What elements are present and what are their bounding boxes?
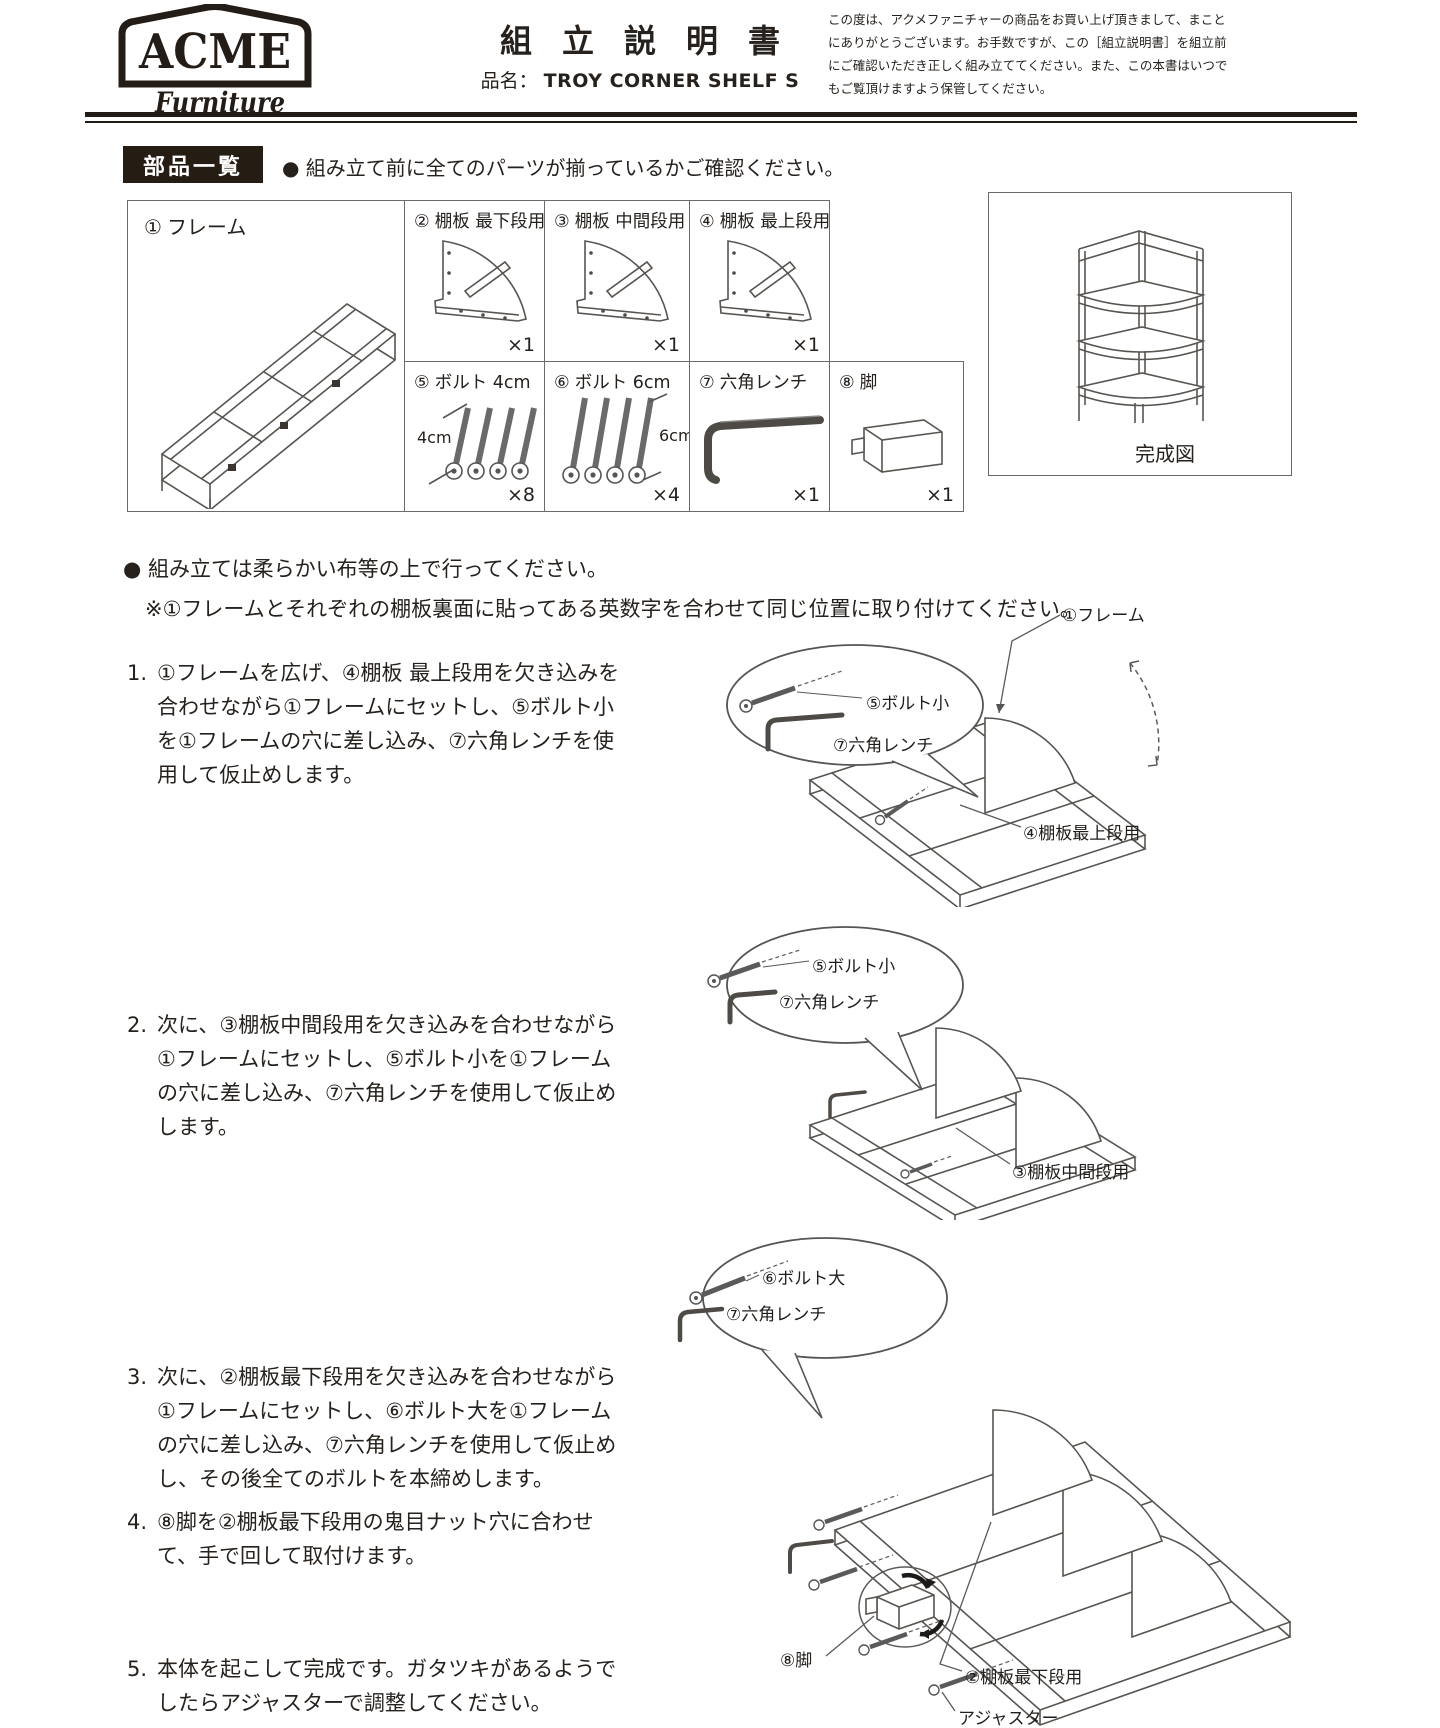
- note-soft-cloth: ● 組み立ては柔らかい布等の上で行ってください。: [123, 557, 608, 581]
- header-rule-thin: [85, 121, 1357, 123]
- part-name: 棚板 最下段用: [434, 212, 546, 232]
- bolt-length-label: 6cm: [659, 426, 694, 445]
- finished-figure-box: 完成図: [988, 192, 1292, 476]
- step-number: 3.: [127, 1365, 148, 1389]
- step-1: 1. ①フレームを広げ、④棚板 最上段用を欠き込みを合わせながら①フレームにセッ…: [127, 656, 632, 792]
- part-qty: ×1: [506, 334, 535, 356]
- leg-drawing: [851, 419, 943, 473]
- product-name: TROY CORNER SHELF S: [543, 70, 800, 92]
- step-5: 5. 本体を起こして完成です。ガタツキがあるようでしたらアジャスターで調整してく…: [127, 1652, 632, 1720]
- callout-bolt-large: ⑥ボルト大: [762, 1269, 846, 1289]
- step-text: 次に、③棚板中間段用を欠き込みを合わせながら①フレームにセットし、⑤ボルト小を①…: [157, 1013, 617, 1139]
- label-adjuster: アジャスター: [958, 1709, 1059, 1728]
- label-middle-shelf: ③棚板中間段用: [1012, 1163, 1130, 1183]
- shelf-board-drawing: [576, 240, 669, 322]
- frame-part-drawing: [160, 303, 397, 509]
- part-name: 脚: [859, 373, 878, 393]
- product-name-line: 品名：TROY CORNER SHELF S: [420, 66, 860, 93]
- step1-diagram-drawing: [726, 614, 1160, 907]
- header-rule-thick: [85, 112, 1357, 117]
- label-top-shelf: ④棚板最上段用: [1023, 824, 1141, 844]
- label-bottom-shelf: ②棚板最下段用: [965, 1668, 1083, 1688]
- part-name: 六角レンチ: [719, 373, 808, 393]
- parts-check-note: ● 組み立て前に全てのパーツが揃っているかご確認ください。: [282, 156, 845, 180]
- part-name: 棚板 中間段用: [574, 212, 686, 232]
- callout-hex-wrench: ⑦六角レンチ: [726, 1305, 827, 1325]
- callout-hex-wrench: ⑦六角レンチ: [833, 736, 934, 756]
- step1-diagram: ⑤ボルト小 ⑦六角レンチ ①フレーム ④棚板最上段用: [660, 585, 1180, 907]
- step-text: ①フレームを広げ、④棚板 最上段用を欠き込みを合わせながら①フレームにセットし、…: [157, 661, 620, 787]
- step-4: 4. ⑧脚を②棚板最下段用の鬼目ナット穴に合わせて、手で回して取付けます。: [127, 1505, 632, 1573]
- step-number: 1.: [127, 661, 148, 685]
- manual-title: 組立説明書: [499, 22, 810, 60]
- step2-diagram: ⑤ボルト小 ⑦六角レンチ ③棚板中間段用: [660, 910, 1180, 1220]
- step-number: 2.: [127, 1013, 148, 1037]
- part-number: ⑤: [414, 373, 430, 393]
- part-number: ⑧: [839, 373, 855, 393]
- bolts-6cm-drawing: [562, 393, 668, 484]
- label-frame: ①フレーム: [1062, 606, 1145, 626]
- part-name: 棚板 最上段用: [719, 212, 831, 232]
- step-text: 本体を起こして完成です。ガタツキがあるようでしたらアジャスターで調整してください…: [157, 1657, 617, 1715]
- step-number: 4.: [127, 1510, 148, 1534]
- hex-wrench-drawing: [704, 415, 824, 484]
- part-name: フレーム: [166, 215, 247, 239]
- bolts-4cm-drawing: [428, 403, 537, 485]
- step-text: ⑧脚を②棚板最下段用の鬼目ナット穴に合わせて、手で回して取付けます。: [157, 1510, 594, 1568]
- part-qty: ×1: [651, 334, 680, 356]
- purchase-notice: この度は、アクメファニチャーの商品をお買い上げ頂きまして、まことにありがとうござ…: [828, 12, 1228, 97]
- bolt-length-label: 4cm: [417, 428, 452, 447]
- callout-bolt-small: ⑤ボルト小: [866, 694, 950, 714]
- part-number: ④: [699, 212, 715, 232]
- finished-figure-label: 完成図: [1135, 442, 1195, 466]
- note-alignment: ※①フレームとそれぞれの棚板裏面に貼ってある英数字を合わせて同じ位置に取り付けて…: [145, 597, 1081, 621]
- part-number: ①: [144, 215, 162, 239]
- part-qty: ×8: [506, 484, 535, 506]
- step2-diagram-drawing: [707, 926, 1137, 1220]
- acme-logo: ACME Furniture: [110, 4, 320, 120]
- callout-bolt-small: ⑤ボルト小: [812, 957, 896, 977]
- acme-logo-drawing: ACME Furniture: [118, 4, 312, 119]
- step-text: 次に、②棚板最下段用を欠き込みを合わせながら①フレームにセットし、⑥ボルト大を①…: [157, 1365, 617, 1491]
- part-qty: ×4: [651, 484, 680, 506]
- part-name: ボルト 4cm: [434, 373, 531, 393]
- part-qty: ×1: [925, 484, 954, 506]
- callout-hex-wrench: ⑦六角レンチ: [779, 993, 880, 1013]
- step-number: 5.: [127, 1657, 148, 1681]
- step3-diagram: ⑥ボルト大 ⑦六角レンチ ⑧脚 ②棚板最下段用 アジャスター: [640, 1220, 1400, 1728]
- part-number: ②: [414, 212, 430, 232]
- part-number: ③: [554, 212, 570, 232]
- shelf-board-drawing: [434, 240, 527, 322]
- shelf-board-drawing: [719, 240, 812, 322]
- part-number: ⑥: [554, 373, 570, 393]
- part-number: ⑦: [699, 373, 715, 393]
- step-3: 3. 次に、②棚板最下段用を欠き込みを合わせながら①フレームにセットし、⑥ボルト…: [127, 1360, 632, 1496]
- part-name: ボルト 6cm: [574, 373, 671, 393]
- product-label: 品名：: [480, 70, 538, 92]
- part-qty: ×1: [791, 484, 820, 506]
- part-qty: ×1: [791, 334, 820, 356]
- step-2: 2. 次に、③棚板中間段用を欠き込みを合わせながら①フレームにセットし、⑤ボルト…: [127, 1008, 632, 1144]
- step3-diagram-drawing: [677, 1237, 1292, 1726]
- label-leg: ⑧脚: [780, 1651, 813, 1671]
- completed-shelf-drawing: [1076, 230, 1206, 423]
- parts-section-label: 部品一覧: [123, 146, 263, 183]
- logo-brand-text: ACME: [138, 24, 291, 80]
